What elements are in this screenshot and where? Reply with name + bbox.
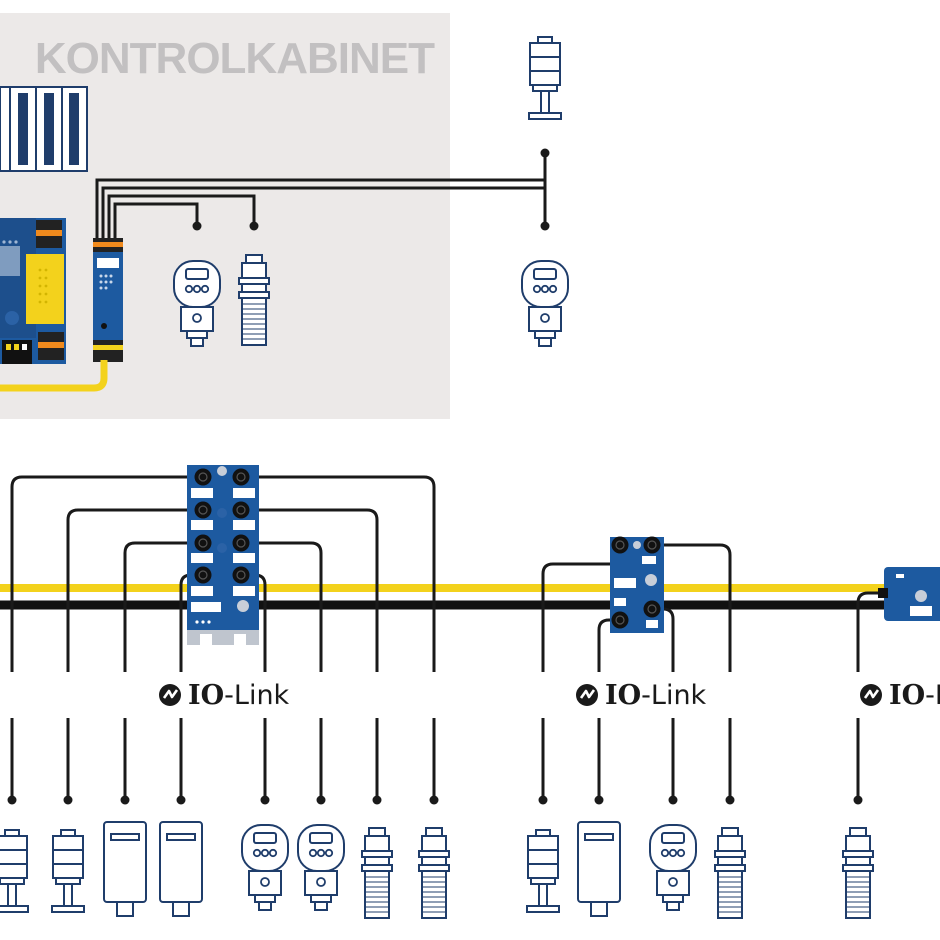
svg-text:IO-Link: IO-Link [605, 680, 707, 711]
photoelectric-sensor-icon [103, 821, 147, 917]
io-link-label-strong: IO [889, 680, 925, 711]
signal-tower-icon [0, 829, 29, 913]
io-link-label-strong: IO [188, 680, 224, 711]
control-cabinet: KONTROLKABINET [0, 13, 450, 419]
io-link-gateway-icon [93, 238, 123, 362]
pressure-sensor-icon [241, 824, 289, 911]
io-link-hub-icon [610, 535, 664, 633]
pressure-sensor-icon [649, 824, 697, 911]
cabinet-background [0, 13, 450, 419]
io-link-label-suffix: -Link [224, 680, 289, 711]
gateway-wiring [856, 591, 890, 800]
io-link-logo-icon [159, 684, 181, 706]
cabinet-yellow-cable [0, 360, 108, 392]
photoelectric-sensor-icon [159, 821, 203, 917]
cylindrical-sensor-icon [238, 254, 270, 346]
field-wire-terminals [7, 795, 863, 805]
hub-wiring [541, 543, 732, 800]
pressure-sensor-icon [521, 260, 569, 347]
cylindrical-sensor-icon [418, 827, 450, 919]
pressure-sensor-icon [297, 824, 345, 911]
field-devices [0, 821, 874, 919]
cylindrical-sensor-icon [361, 827, 393, 919]
cabinet-wiring [95, 148, 550, 238]
io-link-gateway-icon [878, 567, 940, 621]
safety-controller-icon [0, 218, 66, 364]
signal-tower-icon [51, 829, 85, 913]
cabinet-title: KONTROLKABINET [35, 34, 435, 83]
rack-modules [0, 86, 88, 172]
io-link-logo-icon [576, 684, 598, 706]
io-link-master-icon [187, 465, 259, 645]
signal-tower-icon [526, 829, 560, 913]
photoelectric-sensor-icon [577, 821, 621, 917]
field-bus [0, 584, 900, 610]
io-link-label-strong: IO [605, 680, 641, 711]
io-link-label-2: IO-Link [576, 680, 707, 711]
io-link-label-suffix: -Link [641, 680, 706, 711]
io-link-label-1: IO-Link [159, 680, 290, 711]
cylindrical-sensor-icon [714, 827, 746, 919]
io-link-label-3: IO-I [860, 680, 940, 711]
svg-text:IO-I: IO-I [889, 680, 940, 711]
svg-text:IO-Link: IO-Link [188, 680, 290, 711]
io-link-label-suffix: -I [925, 680, 940, 711]
cylindrical-sensor-icon [842, 827, 874, 919]
master-block-wiring [10, 475, 436, 800]
io-link-logo-icon [860, 684, 882, 706]
signal-tower-icon [528, 36, 562, 120]
